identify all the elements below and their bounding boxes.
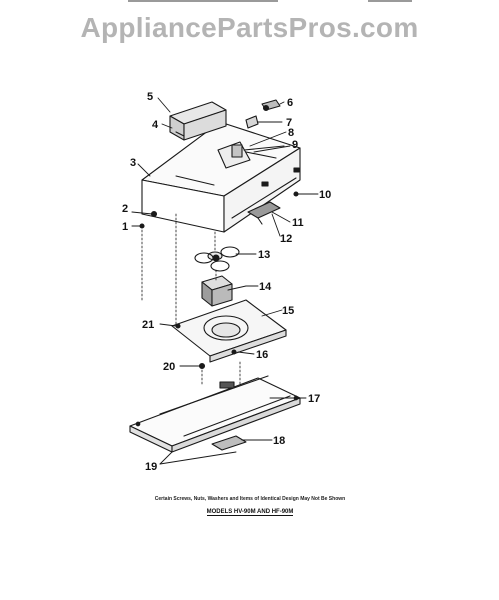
part-17-bottom-panel [129, 375, 301, 453]
callout-12: 12 [280, 233, 292, 245]
callout-14: 14 [259, 281, 272, 293]
part-6-connector [261, 99, 281, 112]
callout-9: 9 [292, 139, 298, 151]
top-edge-line-right [368, 0, 412, 2]
screws-1-2-10 [131, 191, 315, 229]
footnote: Certain Screws, Nuts, Washers and Items … [154, 496, 346, 502]
callout-8: 8 [288, 127, 294, 139]
callout-16: 16 [256, 349, 268, 361]
part-13-fan-blade [194, 246, 240, 272]
part-20-screw [179, 362, 206, 370]
callout-18: 18 [273, 435, 285, 447]
callout-11: 11 [292, 217, 304, 229]
callout-4: 4 [152, 119, 159, 131]
callout-5: 5 [147, 91, 153, 103]
callout-15: 15 [282, 305, 294, 317]
callout-10: 10 [319, 189, 331, 201]
callout-numbers: 5 4 6 7 8 9 3 10 2 1 11 12 13 14 15 21 1… [122, 91, 331, 473]
alignment-lines [141, 213, 241, 393]
callout-21: 21 [142, 319, 154, 331]
models-label: MODELS HV-90M AND HF-90M [206, 509, 294, 516]
callout-17: 17 [308, 393, 320, 405]
callout-3: 3 [130, 157, 136, 169]
callout-2: 2 [122, 203, 128, 215]
callout-6: 6 [287, 97, 293, 109]
part-3-housing [141, 121, 301, 233]
callout-7: 7 [286, 117, 292, 129]
part-5-switch-box [169, 101, 227, 141]
models-caption: MODELS HV-90M AND HF-90M [130, 509, 370, 516]
part-15-plate [171, 299, 287, 363]
callout-1: 1 [122, 221, 128, 233]
watermark: AppliancePartsPros.com [80, 12, 419, 43]
leader-lines [137, 97, 319, 465]
part-7-bracket [245, 115, 259, 129]
callout-13: 13 [258, 249, 270, 261]
callout-19: 19 [145, 461, 157, 473]
part-14-motor [201, 275, 247, 307]
part-11-damper [247, 201, 281, 225]
part-18-filter [211, 435, 247, 451]
top-edge-line-left [128, 0, 278, 2]
part-8-9-mount [217, 141, 285, 169]
callout-20: 20 [163, 361, 175, 373]
